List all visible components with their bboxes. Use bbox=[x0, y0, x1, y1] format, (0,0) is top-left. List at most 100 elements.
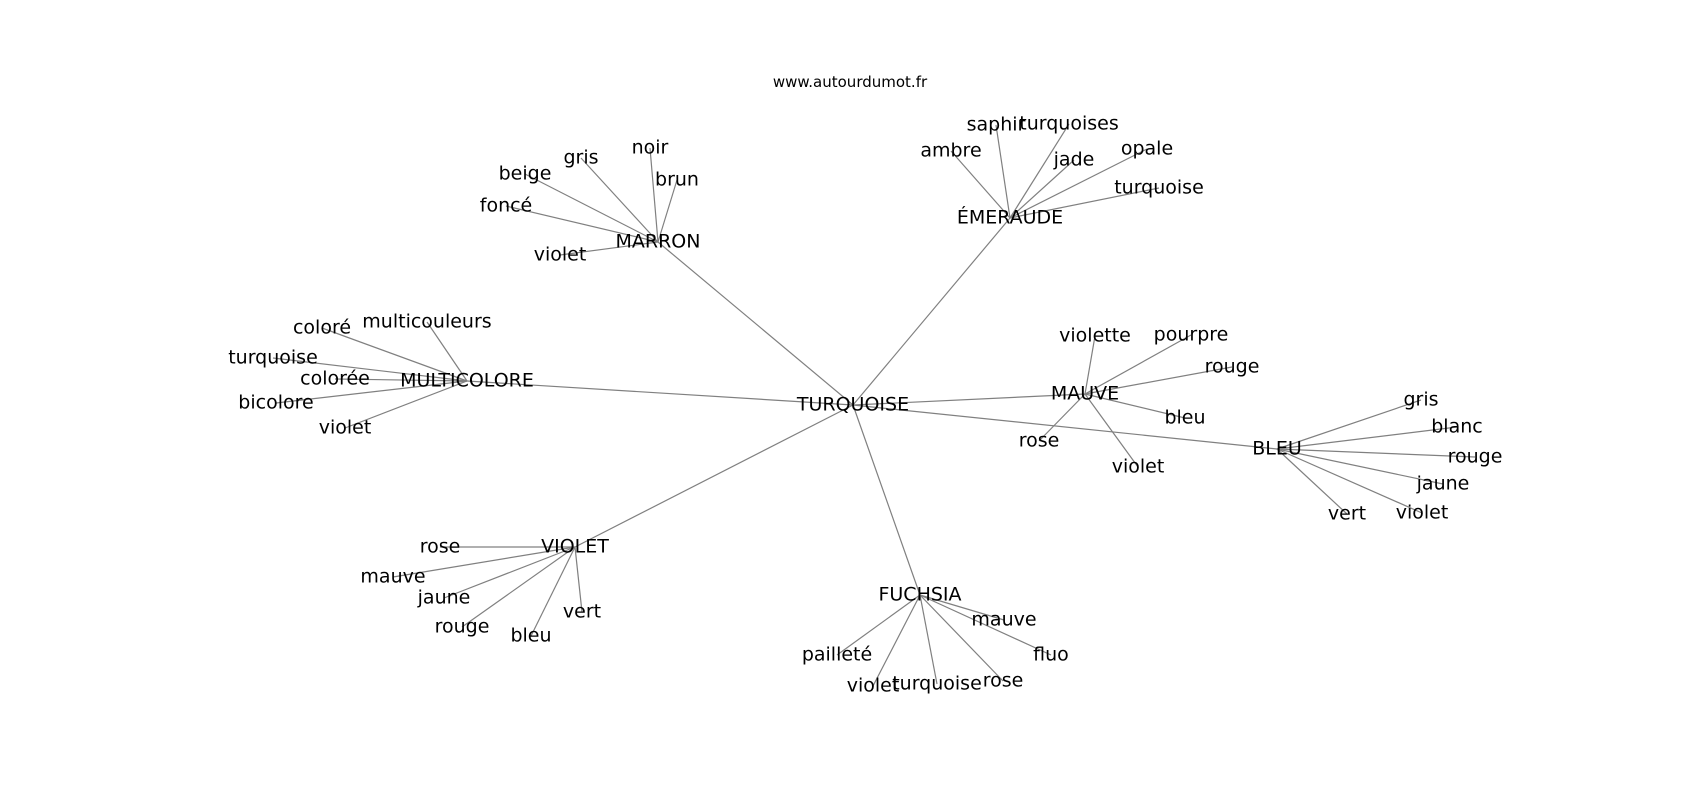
leaf-node-label: turquoise bbox=[892, 673, 982, 695]
edge-hub-to-leaf bbox=[580, 157, 659, 243]
edge-hub-to-leaf bbox=[1009, 123, 1070, 219]
leaf-node-label: pailleté bbox=[802, 644, 872, 666]
edge-hub-to-leaf bbox=[275, 380, 468, 404]
edge-hub-to-leaf bbox=[1276, 448, 1348, 515]
hub-node-label: MULTICOLORE bbox=[400, 370, 534, 392]
edge-hub-to-leaf bbox=[559, 241, 659, 256]
edge-hub-to-leaf bbox=[443, 546, 576, 599]
leaf-node-label: jaune bbox=[1416, 473, 1470, 495]
edge-hub-to-leaf bbox=[995, 124, 1011, 219]
leaf-node-label: gris bbox=[563, 147, 598, 169]
edge-hub-to-leaf bbox=[919, 594, 1004, 682]
leaf-node-label: pourpre bbox=[1154, 324, 1229, 346]
leaf-node-label: vert bbox=[563, 601, 601, 623]
center-node-label: TURQUOISE bbox=[796, 394, 909, 416]
edge-hub-to-leaf bbox=[334, 378, 468, 382]
edge-hub-to-leaf bbox=[950, 150, 1011, 219]
leaf-node-label: mauve bbox=[971, 609, 1036, 631]
leaf-node-label: fluo bbox=[1033, 644, 1069, 666]
hub-node-label: FUCHSIA bbox=[878, 584, 961, 606]
edge-hub-to-leaf bbox=[1009, 187, 1160, 219]
labels-layer: www.autourdumot.fr noir gris beige brun fonc… bbox=[228, 73, 1502, 697]
edge-hub-to-leaf bbox=[574, 546, 583, 613]
edge-center-to-hub bbox=[852, 404, 921, 596]
leaf-node-label: turquoise bbox=[1114, 177, 1204, 199]
leaf-node-label: violet bbox=[847, 675, 900, 697]
edge-hub-to-leaf bbox=[1084, 366, 1233, 395]
edge-hub-to-leaf bbox=[461, 546, 576, 628]
leaf-node-label: brun bbox=[655, 169, 699, 191]
leaf-node-label: gris bbox=[1403, 389, 1438, 411]
leaf-node-label: mauve bbox=[360, 566, 425, 588]
leaf-node-label: blanc bbox=[1431, 416, 1482, 438]
edge-hub-to-leaf bbox=[649, 147, 659, 243]
edge-hub-to-leaf bbox=[1084, 393, 1186, 419]
edge-hub-to-leaf bbox=[524, 173, 659, 243]
leaf-node-label: multicouleurs bbox=[362, 311, 491, 333]
leaf-node-label: rose bbox=[1019, 430, 1060, 452]
edge-center-to-hub bbox=[852, 404, 1278, 450]
leaf-node-label: ambre bbox=[920, 140, 981, 162]
edges-layer bbox=[272, 123, 1476, 687]
edge-hub-to-leaf bbox=[1276, 448, 1423, 514]
edge-hub-to-leaf bbox=[919, 594, 938, 685]
hub-node-label: MARRON bbox=[616, 231, 701, 253]
leaf-node-label: violet bbox=[534, 244, 587, 266]
edge-hub-to-leaf bbox=[392, 546, 576, 578]
edge-hub-to-leaf bbox=[272, 357, 468, 382]
leaf-node-label: colorée bbox=[300, 368, 370, 390]
edge-hub-to-leaf bbox=[321, 327, 468, 382]
leaf-node-label: foncé bbox=[480, 195, 533, 217]
edge-hub-to-leaf bbox=[344, 380, 468, 429]
leaf-node-label: rouge bbox=[1448, 446, 1503, 468]
edge-hub-to-leaf bbox=[657, 179, 678, 243]
leaf-node-label: beige bbox=[499, 163, 552, 185]
leaf-node-label: rouge bbox=[1205, 356, 1260, 378]
leaf-node-label: rouge bbox=[435, 616, 490, 638]
leaf-node-label: rose bbox=[420, 536, 461, 558]
leaf-node-label: vert bbox=[1328, 503, 1366, 525]
edge-center-to-hub bbox=[657, 241, 854, 406]
source-label: www.autourdumot.fr bbox=[773, 73, 928, 91]
edge-center-to-hub bbox=[574, 404, 854, 548]
leaf-node-label: violette bbox=[1059, 325, 1131, 347]
edge-hub-to-leaf bbox=[836, 594, 921, 656]
leaf-node-label: coloré bbox=[293, 317, 351, 339]
leaf-node-label: bleu bbox=[1164, 407, 1205, 429]
edge-hub-to-leaf bbox=[872, 594, 921, 687]
leaf-node-label: saphir bbox=[967, 114, 1026, 136]
edge-hub-to-leaf bbox=[505, 205, 659, 243]
leaf-node-label: violet bbox=[1112, 456, 1165, 478]
edge-center-to-hub bbox=[852, 393, 1086, 406]
hub-node-label: MAUVE bbox=[1051, 383, 1119, 405]
edge-hub-to-leaf bbox=[1009, 159, 1075, 219]
leaf-node-label: violet bbox=[1396, 502, 1449, 524]
leaf-node-label: turquoise bbox=[228, 347, 318, 369]
leaf-node-label: rose bbox=[983, 670, 1024, 692]
edge-hub-to-leaf bbox=[1038, 393, 1086, 442]
edge-hub-to-leaf bbox=[1276, 448, 1444, 485]
leaf-node-label: jaune bbox=[417, 587, 471, 609]
hub-node-label: BLEU bbox=[1252, 438, 1302, 460]
hub-node-label: VIOLET bbox=[541, 536, 609, 558]
edge-hub-to-leaf bbox=[530, 546, 576, 637]
leaf-node-label: jade bbox=[1053, 149, 1095, 171]
edge-hub-to-leaf bbox=[1276, 399, 1422, 450]
leaf-node-label: opale bbox=[1121, 138, 1173, 160]
leaf-node-label: turquoises bbox=[1019, 113, 1118, 135]
edge-hub-to-leaf bbox=[1276, 426, 1458, 450]
edge-hub-to-leaf bbox=[1084, 334, 1192, 395]
leaf-node-label: bleu bbox=[510, 625, 551, 647]
edge-hub-to-leaf bbox=[1009, 148, 1148, 219]
edge-center-to-hub bbox=[466, 380, 854, 406]
leaf-node-label: bicolore bbox=[238, 392, 313, 414]
leaf-node-label: noir bbox=[632, 137, 669, 159]
edge-hub-to-leaf bbox=[919, 594, 1052, 656]
edge-hub-to-leaf bbox=[1084, 393, 1139, 468]
hub-node-label: ÉMERAUDE bbox=[957, 206, 1063, 229]
leaf-node-label: violet bbox=[319, 417, 372, 439]
edge-hub-to-leaf bbox=[1276, 448, 1476, 458]
edge-hub-to-leaf bbox=[426, 321, 468, 382]
edge-hub-to-leaf bbox=[919, 594, 1005, 621]
